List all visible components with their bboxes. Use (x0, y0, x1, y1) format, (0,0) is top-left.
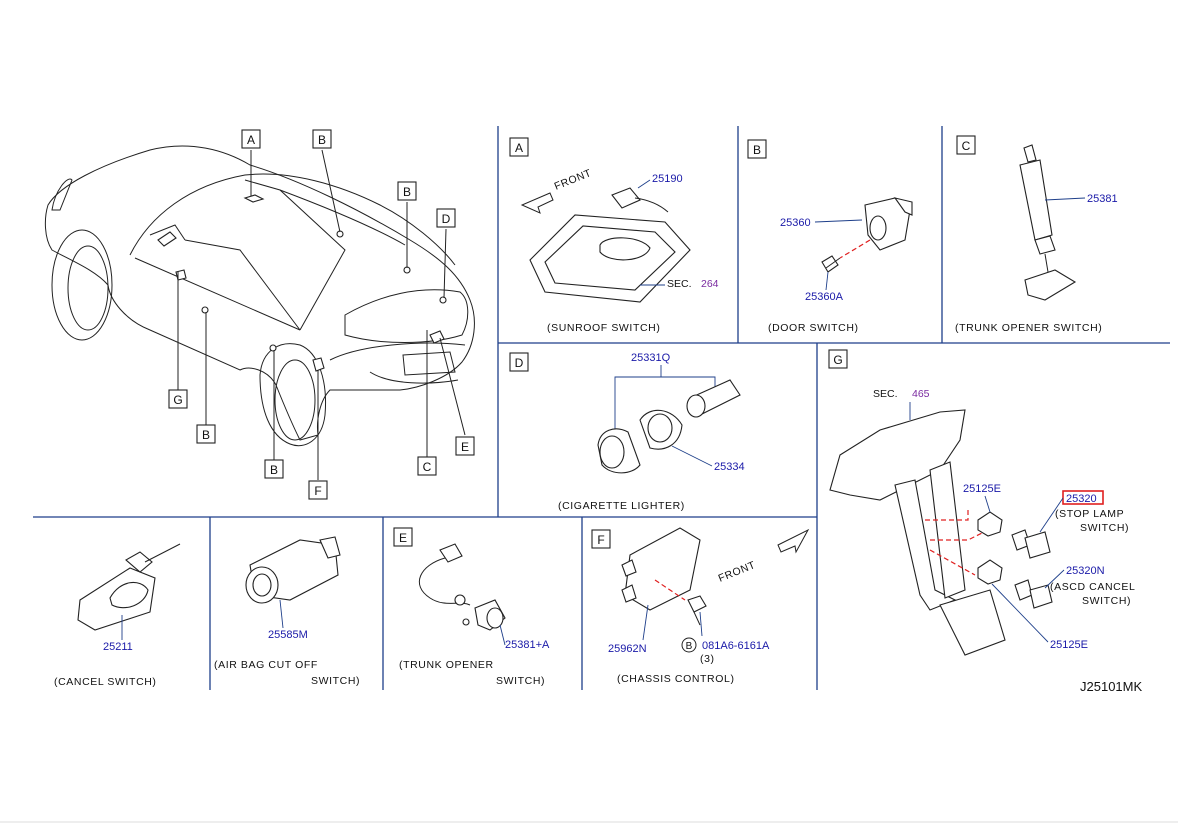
callout-letter: G (173, 393, 182, 407)
panel-caption: (AIR BAG CUT OFF (214, 659, 318, 671)
sec-prefix: SEC. (873, 388, 898, 400)
panel-A-sunroof-switch: A FRONT 25190 SEC. 264 (SUNROOF SWITCH) (509, 137, 719, 334)
panel-letter: A (515, 141, 523, 155)
car-callout-B3: B (196, 424, 216, 444)
part-number: 25320N (1066, 565, 1105, 577)
car-callout-B1: B (312, 129, 332, 149)
front-arrow-icon (520, 192, 554, 214)
panel-G-pedal-switches: G SEC. 465 25125E 25320 (STOP LAMP SWITC… (828, 349, 1135, 656)
part-number: 25125E (963, 483, 1001, 495)
car-overview (44, 145, 475, 480)
front-label: FRONT (553, 167, 594, 193)
part-number: 25334 (714, 461, 745, 473)
panel-letter: E (399, 531, 407, 545)
part-number: 25211 (103, 641, 133, 653)
callout-letter: C (423, 460, 432, 474)
car-callout-G: G (168, 389, 188, 409)
panel-letter: F (597, 533, 604, 547)
panel-cancel-switch: 25211 (CANCEL SWITCH) (54, 543, 181, 688)
part-desc: SWITCH) (1080, 522, 1129, 534)
panel-dividers (33, 126, 1170, 690)
sec-prefix: SEC. (667, 278, 692, 290)
callout-letter: B (318, 133, 326, 147)
part-number: 25360 (780, 217, 811, 229)
panel-D-cigarette-lighter: D 25331Q 25334 (CIGARETTE LIGHTER) (509, 352, 745, 512)
part-desc: (ASCD CANCEL (1050, 581, 1135, 593)
car-callout-E: E (455, 436, 475, 456)
panel-letter: B (753, 143, 761, 157)
panel-F-chassis-control: F FRONT 25962N B 081A6-6161A (3) (CHASSI… (591, 527, 810, 685)
bolt-mark: B (686, 641, 693, 652)
car-callout-F: F (308, 480, 328, 500)
part-number: 25962N (608, 643, 647, 655)
car-callout-B2: B (397, 181, 417, 201)
part-number: 25381+A (505, 639, 550, 651)
part-number: 25125E (1050, 639, 1088, 651)
part-desc: (STOP LAMP (1055, 508, 1124, 520)
car-callout-B4: B (264, 459, 284, 479)
panel-caption: (DOOR SWITCH) (768, 322, 859, 334)
callout-letter: B (202, 428, 210, 442)
part-number: 25360A (805, 291, 844, 303)
car-callout-A: A (241, 129, 261, 149)
panel-caption: (TRUNK OPENER SWITCH) (955, 322, 1102, 334)
car-callout-D: D (436, 208, 456, 228)
part-number: 25381 (1087, 193, 1118, 205)
panel-letter: D (515, 356, 524, 370)
callout-letter: B (403, 185, 411, 199)
callout-letter: D (442, 212, 451, 226)
callout-letter: B (270, 463, 278, 477)
front-label: FRONT (717, 559, 758, 585)
panel-caption: (TRUNK OPENER (399, 659, 494, 671)
panel-B-door-switch: B 25360 25360A (DOOR SWITCH) (747, 139, 913, 334)
panel-C-trunk-opener-switch: C 25381 (TRUNK OPENER SWITCH) (955, 135, 1118, 334)
part-number: 25585M (268, 629, 308, 641)
part-number: 081A6-6161A (702, 640, 770, 652)
car-callout-C: C (417, 456, 437, 476)
panel-caption: (CANCEL SWITCH) (54, 676, 157, 688)
highlight-box (1062, 490, 1104, 505)
panel-letter: C (962, 139, 971, 153)
sec-number: 264 (701, 278, 719, 290)
callout-letter: A (247, 133, 255, 147)
panel-caption: (CHASSIS CONTROL) (617, 673, 735, 685)
panel-letter: G (833, 353, 842, 367)
part-desc: SWITCH) (1082, 595, 1131, 607)
panel-caption: (CIGARETTE LIGHTER) (558, 500, 685, 512)
panel-caption: (SUNROOF SWITCH) (547, 322, 660, 334)
panel-E-trunk-opener-switch: E 25381+A (TRUNK OPENER SWITCH) (393, 527, 550, 687)
callout-letter: E (461, 440, 469, 454)
bolt-qty: (3) (700, 653, 715, 665)
panel-airbag-cut-off-switch: 25585M (AIR BAG CUT OFF SWITCH) (214, 536, 360, 687)
callout-letter: F (314, 484, 321, 498)
part-number-highlighted[interactable]: 25320 (1066, 493, 1097, 505)
part-number: 25190 (652, 173, 683, 185)
diagram-code: J25101MK (1080, 679, 1142, 694)
sec-number: 465 (912, 388, 930, 400)
part-number: 25331Q (631, 352, 671, 364)
panel-caption: SWITCH) (496, 675, 545, 687)
panel-caption: SWITCH) (311, 675, 360, 687)
front-arrow-icon (777, 528, 810, 554)
